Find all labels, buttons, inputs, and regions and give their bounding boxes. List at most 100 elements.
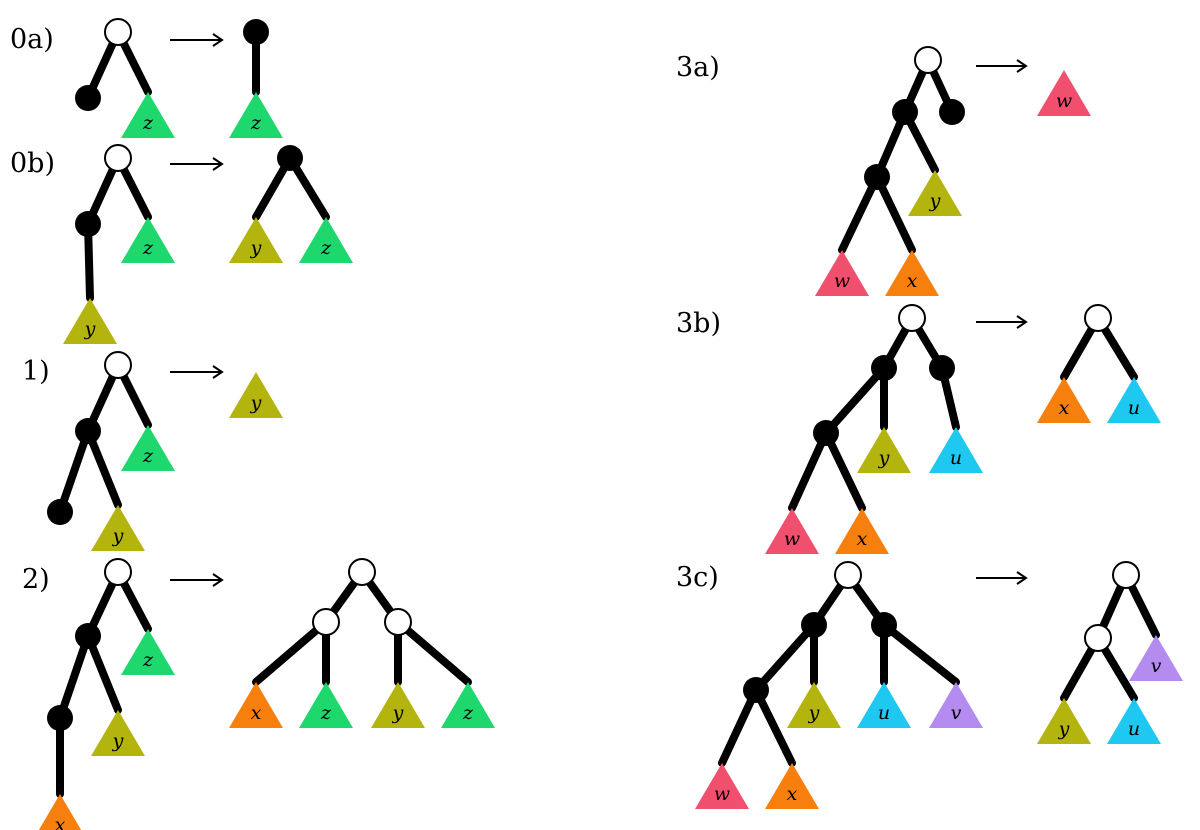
open-node bbox=[104, 351, 132, 379]
rule-label: 3c) bbox=[676, 562, 719, 593]
filled-node bbox=[47, 499, 73, 525]
filled-node bbox=[75, 418, 101, 444]
subtree-triangle bbox=[908, 170, 962, 216]
subtree-label: w bbox=[834, 270, 850, 292]
before-tree: zyx bbox=[38, 558, 175, 830]
subtree-label: u bbox=[950, 447, 962, 469]
before-tree: z bbox=[75, 18, 175, 138]
subtree-y: y bbox=[787, 682, 841, 728]
subtree-triangle bbox=[765, 763, 819, 809]
subtree-triangle bbox=[121, 425, 175, 471]
subtree-z: z bbox=[121, 425, 175, 471]
subtree-triangle bbox=[121, 92, 175, 138]
subtree-triangle bbox=[299, 682, 353, 728]
filled-node bbox=[929, 355, 955, 381]
after-tree: y bbox=[229, 372, 283, 418]
transform-arrow bbox=[170, 573, 224, 587]
tree-edge bbox=[718, 686, 760, 767]
before-tree: zy bbox=[47, 351, 175, 551]
tree-edge bbox=[84, 632, 122, 714]
rule-label: 3a) bbox=[676, 52, 720, 83]
subtree-label: y bbox=[808, 702, 820, 724]
tree-edge bbox=[822, 429, 866, 512]
rule-label: 0b) bbox=[10, 148, 55, 179]
subtree-label: x bbox=[55, 814, 66, 830]
filled-node bbox=[939, 99, 965, 125]
subtree-label: w bbox=[784, 528, 800, 550]
subtree-label: x bbox=[857, 528, 868, 550]
transform-arrow bbox=[170, 365, 224, 379]
subtree-label: y bbox=[112, 525, 124, 547]
subtree-label: z bbox=[142, 445, 154, 467]
subtree-label: w bbox=[714, 783, 730, 805]
subtree-u: u bbox=[1107, 377, 1161, 423]
subtree-label: z bbox=[142, 112, 154, 134]
rule-label: 3b) bbox=[676, 308, 721, 339]
subtree-u: u bbox=[1107, 698, 1161, 744]
after-tree: v y u bbox=[1037, 561, 1183, 744]
tree-edge bbox=[873, 173, 916, 254]
rule-label: 0a) bbox=[10, 24, 54, 55]
subtree-triangle bbox=[229, 92, 283, 138]
transform-arrow bbox=[976, 59, 1028, 73]
subtree-label: v bbox=[1151, 655, 1162, 677]
subtree-label: y bbox=[929, 190, 941, 212]
open-node bbox=[104, 18, 132, 46]
subtree-y: y bbox=[91, 710, 145, 756]
subtree-z: z bbox=[299, 682, 353, 728]
subtree-triangle bbox=[1037, 70, 1091, 116]
subtree-label: y bbox=[250, 237, 262, 259]
transform-arrow bbox=[170, 157, 224, 171]
open-node bbox=[384, 608, 412, 636]
subtree-y: y bbox=[857, 427, 911, 473]
subtree-x: x bbox=[38, 794, 82, 830]
subtree-triangle bbox=[885, 250, 939, 296]
subtree-label: x bbox=[787, 783, 798, 805]
subtree-label: u bbox=[878, 702, 890, 724]
subtree-triangle bbox=[229, 217, 283, 263]
subtree-label: y bbox=[112, 730, 124, 752]
open-node bbox=[1112, 561, 1140, 589]
subtree-label: u bbox=[1128, 718, 1140, 740]
transform-arrow bbox=[170, 33, 224, 47]
subtree-w: w bbox=[695, 763, 749, 809]
open-node bbox=[914, 46, 942, 74]
after-tree: w bbox=[1037, 70, 1091, 116]
tree-edge bbox=[56, 632, 92, 722]
subtree-y: y bbox=[91, 505, 145, 551]
tree-edge bbox=[788, 429, 830, 512]
subtree-w: w bbox=[1037, 70, 1091, 116]
subtree-u: u bbox=[929, 427, 983, 473]
subtree-triangle bbox=[1129, 635, 1183, 681]
open-node bbox=[312, 608, 340, 636]
open-node bbox=[104, 558, 132, 586]
before-tree: y u v w x bbox=[695, 561, 983, 809]
subtree-triangle bbox=[299, 217, 353, 263]
subtree-y: y bbox=[908, 170, 962, 216]
subtree-v: v bbox=[1129, 635, 1183, 681]
subtree-w: w bbox=[765, 508, 819, 554]
subtree-triangle bbox=[1037, 377, 1091, 423]
open-node bbox=[348, 558, 376, 586]
subtree-y: y bbox=[1037, 698, 1091, 744]
subtree-label: y bbox=[84, 318, 96, 340]
subtree-label: x bbox=[251, 702, 262, 724]
filled-node bbox=[813, 420, 839, 446]
subtree-label: y bbox=[392, 702, 404, 724]
subtree-label: x bbox=[1059, 397, 1070, 419]
filled-node bbox=[75, 211, 101, 237]
subtree-triangle bbox=[229, 372, 283, 418]
subtree-label: z bbox=[320, 237, 332, 259]
tree-edge bbox=[84, 427, 122, 509]
subtree-v: v bbox=[929, 682, 983, 728]
subtree-z: z bbox=[121, 92, 175, 138]
tree-edge bbox=[838, 173, 881, 254]
subtree-triangle bbox=[38, 794, 82, 830]
tree-edge bbox=[394, 618, 472, 686]
